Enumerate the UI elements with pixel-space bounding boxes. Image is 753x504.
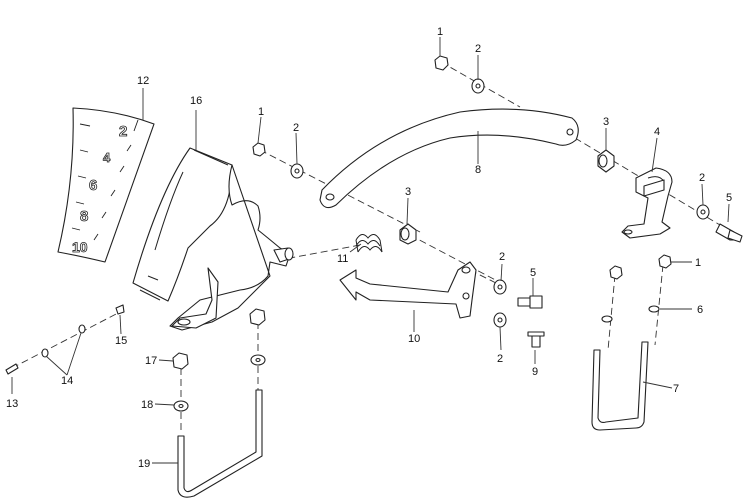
- arm-hole-left: [325, 193, 335, 201]
- callout-16: 16: [190, 95, 202, 107]
- callout-2-bottom: 2: [497, 353, 503, 365]
- bolts: [5, 223, 743, 375]
- callout-labels: 1 2 1 2 3 4 2 5 3 8 12 16 11 10 2 5 2 9 …: [6, 26, 732, 470]
- scale-label-10: 10: [72, 239, 88, 255]
- callout-5-right: 5: [726, 192, 732, 204]
- callout-2-center: 2: [499, 251, 505, 263]
- callout-11: 11: [337, 253, 348, 265]
- callout-15: 15: [115, 335, 127, 347]
- callout-9: 9: [532, 366, 538, 378]
- leader-lines: [11, 37, 730, 464]
- callout-1-right: 1: [695, 257, 701, 269]
- part-16-housing: [132, 147, 294, 331]
- callout-4: 4: [654, 126, 660, 138]
- callout-17: 17: [145, 355, 157, 367]
- washers: [41, 78, 710, 412]
- part-12-scale-plate: 2 4 6 8 10: [57, 107, 155, 263]
- callout-5-center: 5: [530, 267, 536, 279]
- callout-3-right: 3: [603, 116, 609, 128]
- callout-10: 10: [408, 333, 420, 345]
- part-10-base-plate: [339, 261, 477, 319]
- callout-18: 18: [141, 399, 153, 411]
- scale-label-8: 8: [80, 208, 88, 225]
- callout-1-top: 1: [437, 26, 443, 38]
- part-11-spring: [355, 234, 383, 253]
- callout-14: 14: [61, 375, 73, 387]
- scale-label-2: 2: [119, 123, 127, 140]
- bushings: [399, 149, 615, 245]
- callout-7: 7: [673, 383, 679, 395]
- callout-2-left: 2: [293, 122, 299, 134]
- arm-hole-right: [566, 128, 574, 136]
- scale-label-4: 4: [103, 150, 111, 165]
- callout-12: 12: [137, 75, 149, 87]
- callout-1-left: 1: [258, 106, 264, 118]
- callout-3-center: 3: [405, 186, 411, 198]
- scale-ticks: [71, 119, 139, 241]
- callout-19: 19: [138, 458, 150, 470]
- u-bolts: [177, 341, 649, 498]
- scale-label-6: 6: [89, 177, 97, 194]
- callout-2-right: 2: [699, 172, 705, 184]
- part-8-curved-arm: [319, 108, 579, 209]
- callout-13: 13: [6, 398, 18, 410]
- callout-2-top: 2: [475, 43, 481, 55]
- part-4-lever-bracket: [621, 167, 673, 239]
- callout-6: 6: [697, 304, 703, 316]
- housing-mount-hole: [177, 318, 191, 326]
- callout-8: 8: [475, 164, 481, 176]
